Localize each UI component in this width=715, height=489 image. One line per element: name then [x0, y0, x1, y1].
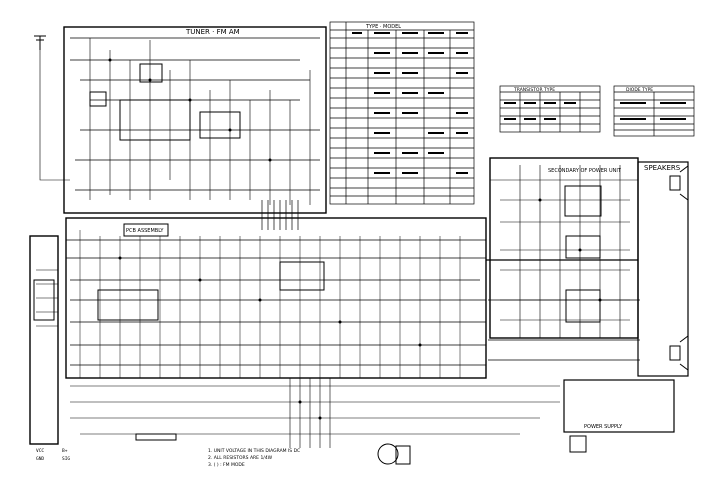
- antenna-symbol: [34, 35, 46, 50]
- power-unit-border: [489, 157, 639, 339]
- note-2: 2. ALL RESISTORS ARE 1/4W: [208, 455, 273, 461]
- amp-label-box: [123, 223, 169, 237]
- tuner-title: TUNER · FM AM: [185, 28, 240, 36]
- power-reg2-outline: [565, 289, 601, 323]
- model-table: [329, 21, 475, 205]
- amp-ic-outline: [97, 289, 159, 321]
- note-3: 3. ( ) : FM MODE: [208, 462, 245, 468]
- left-connector-strip: [29, 235, 59, 445]
- power-subboard-border: [563, 379, 675, 433]
- speaker-block-border: [637, 161, 689, 377]
- power-reg-outline: [565, 235, 601, 259]
- amplifier-block-border: [65, 217, 487, 379]
- tuner-ic2-outline: [199, 111, 241, 139]
- transistor-table: [499, 85, 601, 133]
- motor-symbol: [377, 443, 399, 465]
- tuner-module-outline: [139, 63, 163, 83]
- amp-ic2-outline: [279, 261, 325, 291]
- speaker-symbol-bottom: [669, 335, 689, 371]
- motor-connector: [395, 445, 411, 465]
- tuner-block-border: [63, 26, 327, 214]
- model-table-header: TYPE · MODEL: [365, 24, 401, 30]
- subboard-title: POWER SUPPLY: [584, 424, 623, 430]
- power-transformer-outline: [564, 185, 602, 217]
- connector-outline: [33, 279, 55, 321]
- transistor-table-header: TRANSISTOR TYPE: [513, 87, 555, 93]
- pcb-label: PCB ASSEMBLY: [126, 228, 164, 234]
- junction-dots: [108, 58, 602, 420]
- tuner-coil-outline: [89, 91, 107, 107]
- diode-table-header: DIODE TYPE: [626, 87, 653, 93]
- lower-connector: [135, 433, 177, 441]
- tuner-ic-outline: [119, 99, 191, 141]
- legend-2: GND: [36, 456, 44, 462]
- note-1: 1. UNIT VOLTAGE IN THIS DIAGRAM IS DC: [208, 448, 300, 454]
- speaker-symbol-top: [669, 165, 689, 201]
- power-note: SECONDARY OF POWER UNIT: [548, 168, 622, 174]
- speaker-title: SPEAKERS: [644, 164, 681, 172]
- legend-4: SIG: [62, 456, 70, 462]
- fuse-block: [569, 435, 587, 453]
- wiring-layer: [29, 26, 689, 465]
- legend-1: VCC: [36, 448, 44, 454]
- table-cell-marks: [352, 32, 686, 174]
- legend-3: B+: [62, 448, 68, 454]
- tables-layer: [329, 21, 695, 205]
